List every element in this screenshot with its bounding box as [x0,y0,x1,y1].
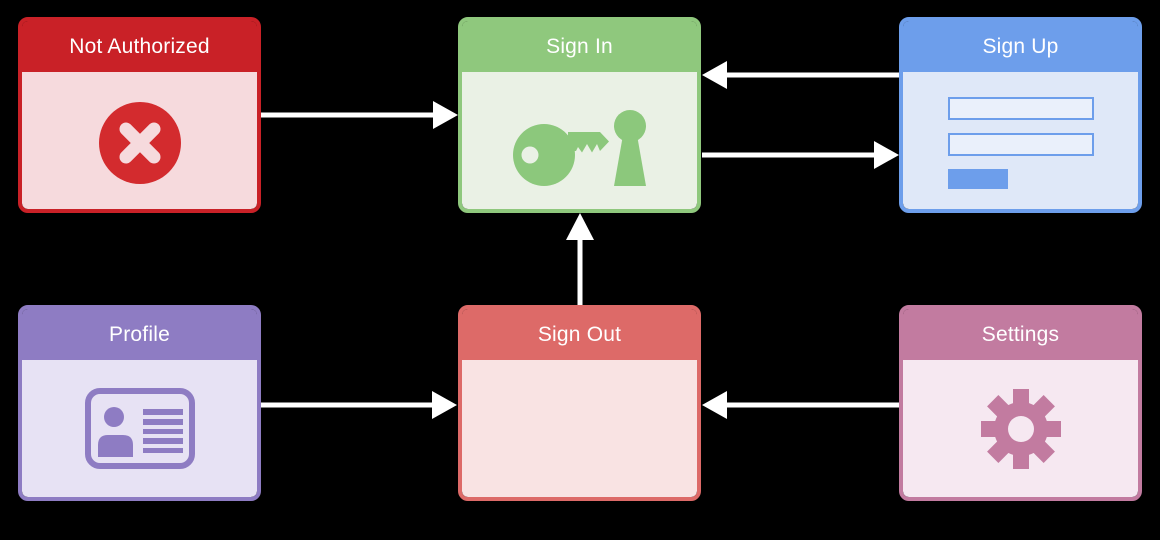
signup-form-icon [947,97,1094,189]
node-title: Sign Up [982,34,1059,58]
node-title: Sign In [546,34,613,58]
gear-icon [980,388,1061,469]
node-sign-in-header: Sign In [462,21,697,72]
node-not-authorized-header: Not Authorized [22,21,257,72]
node-title: Sign Out [537,322,622,346]
node-profile-header: Profile [22,309,257,360]
node-sign-out: Sign Out [458,305,701,501]
signup-input-field [947,133,1094,156]
key-keyhole-icon [512,109,646,186]
arrow-profile-to-sign-out [261,391,457,419]
node-settings-header: Settings [903,309,1138,360]
id-card-icon [84,388,195,469]
x-circle-icon [98,101,181,184]
node-sign-in: Sign In [458,17,701,213]
arrow-sign-in-to-sign-up [702,141,899,169]
node-title: Not Authorized [69,34,210,58]
node-settings-body [903,360,1138,497]
node-profile: Profile [18,305,261,501]
node-sign-out-body [462,360,697,497]
node-sign-up-body [903,72,1138,209]
node-profile-body [22,360,257,497]
node-title: Profile [109,322,170,346]
arrow-sign-up-to-sign-in [702,61,899,89]
arrow-settings-to-sign-out [702,391,899,419]
node-sign-up: Sign Up [899,17,1142,213]
arrow-sign-out-to-sign-in [566,213,594,305]
node-sign-up-header: Sign Up [903,21,1138,72]
node-not-authorized-body [22,72,257,209]
signup-input-field [947,97,1094,120]
node-not-authorized: Not Authorized [18,17,261,213]
node-settings: Settings [899,305,1142,501]
arrow-not-authorized-to-sign-in [261,101,458,129]
node-title: Settings [981,322,1060,346]
node-sign-out-header: Sign Out [462,309,697,360]
node-sign-in-body [462,72,697,209]
signup-submit-button [947,169,1008,189]
